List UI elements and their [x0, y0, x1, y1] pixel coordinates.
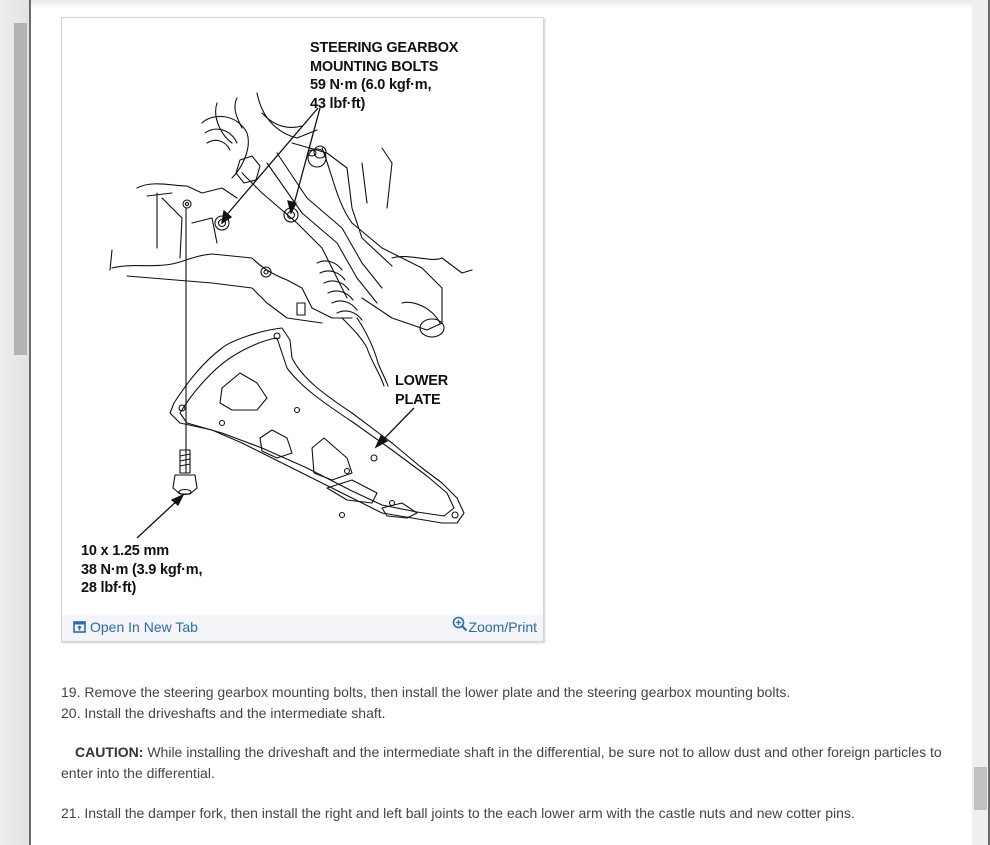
steering-gearbox-diagram [109, 92, 473, 539]
open-in-new-tab-link[interactable]: Open In New Tab [73, 619, 198, 635]
label-line: MOUNTING BOLTS [310, 58, 439, 75]
zoom-in-icon [452, 616, 467, 632]
lower-plate-label: LOWER PLATE [395, 372, 448, 409]
plate-bolt-torque-label: 10 x 1.25 mm 38 N·m (3.9 kgf·m, 28 lbf·f… [81, 542, 202, 598]
window-edge [988, 0, 990, 845]
gearbox-bolts-label: STEERING GEARBOX MOUNTING BOLTS 59 N·m (… [310, 39, 458, 113]
outer-scrollbar-thumb[interactable] [14, 23, 27, 355]
label-line: 28 lbf·ft) [81, 580, 137, 596]
open-in-new-tab-icon [73, 621, 86, 633]
caution-text: While installing the driveshaft and the … [61, 744, 942, 781]
label-line: LOWER [395, 373, 448, 389]
caution-label: CAUTION: [75, 744, 144, 760]
open-in-new-tab-label: Open In New Tab [90, 619, 198, 635]
zoom-print-link[interactable]: Zoom/Print [452, 616, 537, 635]
label-line: 59 N·m (6.0 kgf·m, [310, 77, 432, 93]
procedure-steps: 19. Remove the steering gearbox mounting… [61, 682, 966, 824]
top-shadow [31, 0, 972, 8]
step-20: 20. Install the driveshafts and the inte… [61, 705, 386, 721]
label-line: STEERING GEARBOX [310, 40, 459, 56]
panel-divider [29, 0, 31, 845]
content-scrollbar-thumb[interactable] [974, 767, 987, 810]
step-21: 21. Install the damper fork, then instal… [61, 805, 855, 821]
step-19: 19. Remove the steering gearbox mounting… [61, 684, 791, 700]
caution-note: CAUTION: While installing the driveshaft… [61, 742, 966, 784]
label-line: 38 N·m (3.9 kgf·m, [81, 561, 203, 578]
label-line: 43 lbf·ft) [310, 95, 366, 112]
label-line: 10 x 1.25 mm [81, 543, 169, 559]
figure-card: STEERING GEARBOX MOUNTING BOLTS 59 N·m (… [61, 17, 544, 642]
zoom-print-label: Zoom/Print [468, 619, 537, 635]
content-scrollbar-track[interactable] [972, 0, 988, 845]
figure-footer: Open In New Tab Zoom/Print [62, 615, 543, 641]
label-line: PLATE [395, 391, 441, 408]
